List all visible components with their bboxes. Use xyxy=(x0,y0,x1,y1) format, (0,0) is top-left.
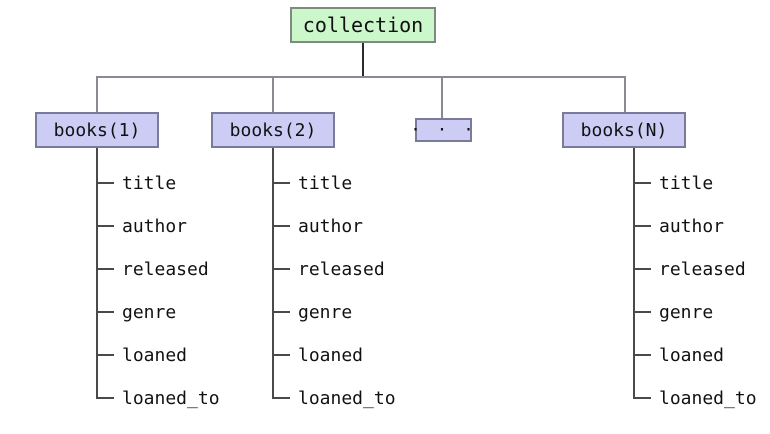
field-title[interactable]: title xyxy=(272,171,352,195)
connector-root-stem xyxy=(362,42,364,77)
node-collection[interactable]: collection xyxy=(290,7,436,43)
field-tick-icon xyxy=(96,311,114,313)
field-tick-icon xyxy=(272,397,290,399)
field-label: released xyxy=(122,258,209,280)
field-label: author xyxy=(298,215,364,237)
field-label: genre xyxy=(298,301,353,323)
field-tick-icon xyxy=(633,311,651,313)
node-books-n[interactable]: books(N) xyxy=(562,112,686,148)
field-tick-icon xyxy=(633,397,651,399)
field-tick-icon xyxy=(272,311,290,313)
connector-drop-books-n xyxy=(624,76,626,114)
field-tick-icon xyxy=(633,354,651,356)
field-loaned_to[interactable]: loaned_to xyxy=(633,386,757,410)
field-label: released xyxy=(659,258,746,280)
field-tick-icon xyxy=(96,397,114,399)
field-tick-icon xyxy=(272,225,290,227)
field-tick-icon xyxy=(633,225,651,227)
column-spine xyxy=(96,148,98,399)
field-tick-icon xyxy=(633,182,651,184)
field-loaned_to[interactable]: loaned_to xyxy=(272,386,396,410)
field-label: loaned_to xyxy=(122,387,220,409)
field-author[interactable]: author xyxy=(272,214,363,238)
connector-drop-books-1 xyxy=(96,76,98,114)
field-genre[interactable]: genre xyxy=(96,300,176,324)
field-released[interactable]: released xyxy=(96,257,209,281)
field-loaned[interactable]: loaned xyxy=(272,343,363,367)
field-genre[interactable]: genre xyxy=(272,300,352,324)
field-tick-icon xyxy=(272,268,290,270)
field-label: loaned_to xyxy=(659,387,757,409)
field-label: loaned xyxy=(298,344,364,366)
field-released[interactable]: released xyxy=(272,257,385,281)
connector-bus-bar xyxy=(96,76,626,78)
field-author[interactable]: author xyxy=(96,214,187,238)
field-title[interactable]: title xyxy=(96,171,176,195)
field-title[interactable]: title xyxy=(633,171,713,195)
column-spine xyxy=(272,148,274,399)
field-label: author xyxy=(659,215,725,237)
field-tick-icon xyxy=(96,268,114,270)
field-label: released xyxy=(298,258,385,280)
node-books-2-label: books(2) xyxy=(229,119,317,141)
node-books-2[interactable]: books(2) xyxy=(211,112,335,148)
node-books-n-label: books(N) xyxy=(580,119,668,141)
field-label: title xyxy=(659,172,714,194)
connector-drop-ellipsis xyxy=(441,76,443,120)
field-label: genre xyxy=(122,301,177,323)
field-tick-icon xyxy=(272,182,290,184)
field-tick-icon xyxy=(96,354,114,356)
field-tick-icon xyxy=(96,182,114,184)
field-tick-icon xyxy=(272,354,290,356)
field-label: loaned xyxy=(659,344,725,366)
field-tick-icon xyxy=(96,225,114,227)
field-author[interactable]: author xyxy=(633,214,724,238)
field-label: title xyxy=(122,172,177,194)
field-label: loaned_to xyxy=(298,387,396,409)
field-released[interactable]: released xyxy=(633,257,746,281)
node-collection-label: collection xyxy=(302,13,424,37)
node-books-1-label: books(1) xyxy=(53,119,141,141)
field-label: title xyxy=(298,172,353,194)
node-ellipsis[interactable]: · · · xyxy=(410,118,474,142)
field-tick-icon xyxy=(633,268,651,270)
field-label: author xyxy=(122,215,188,237)
ellipsis-icon: · · · xyxy=(410,119,477,140)
field-label: loaned xyxy=(122,344,188,366)
field-genre[interactable]: genre xyxy=(633,300,713,324)
field-loaned[interactable]: loaned xyxy=(633,343,724,367)
connector-drop-books-2 xyxy=(272,76,274,114)
field-loaned[interactable]: loaned xyxy=(96,343,187,367)
field-label: genre xyxy=(659,301,714,323)
node-books-1[interactable]: books(1) xyxy=(35,112,159,148)
column-spine xyxy=(633,148,635,399)
field-loaned_to[interactable]: loaned_to xyxy=(96,386,220,410)
